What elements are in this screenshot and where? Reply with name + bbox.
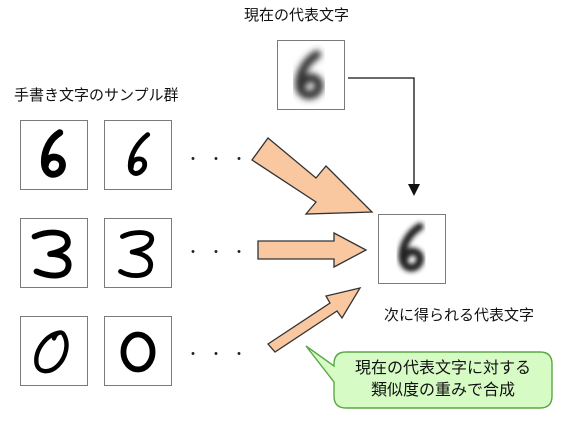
digit-six-glyph [40, 129, 66, 178]
weight-arrow-row-0 [267, 287, 362, 353]
callout-line-1: 現在の代表文字に対する [354, 358, 531, 377]
callout-line-2: 類似度の重みで合成 [370, 380, 515, 399]
current-representative-label: 現在の代表文字 [244, 6, 350, 24]
connector-line [348, 77, 415, 184]
current-representative-image [277, 40, 345, 110]
digit-three-glyph [118, 230, 155, 278]
sample-six-1 [20, 120, 88, 190]
callout-text: 現在の代表文字に対する 類似度の重みで合成 [338, 357, 548, 401]
weight-arrow-row-6 [251, 137, 374, 215]
blurred-six-glyph [398, 222, 424, 272]
digit-six-glyph [127, 132, 151, 176]
digit-zero-glyph [34, 330, 69, 374]
row-3-continuation: ・・・ [186, 245, 255, 261]
digit-zero-glyph [120, 331, 156, 373]
sample-three-2 [104, 218, 172, 288]
sample-zero-2 [104, 316, 172, 386]
blurred-six-glyph [294, 50, 324, 100]
connector-arrowhead [408, 184, 420, 196]
sample-three-1 [20, 218, 88, 288]
next-representative-label: 次に得られる代表文字 [384, 306, 535, 324]
sample-six-2 [104, 120, 172, 190]
row-6-continuation: ・・・ [186, 152, 255, 168]
row-0-continuation: ・・・ [186, 347, 255, 363]
callout-bubble [305, 345, 553, 409]
digit-three-glyph [31, 229, 72, 279]
next-representative-image [378, 214, 446, 284]
sample-zero-1 [20, 316, 88, 386]
handwritten-samples-label: 手書き文字のサンプル群 [14, 86, 179, 104]
weight-arrow-row-3 [257, 231, 368, 269]
